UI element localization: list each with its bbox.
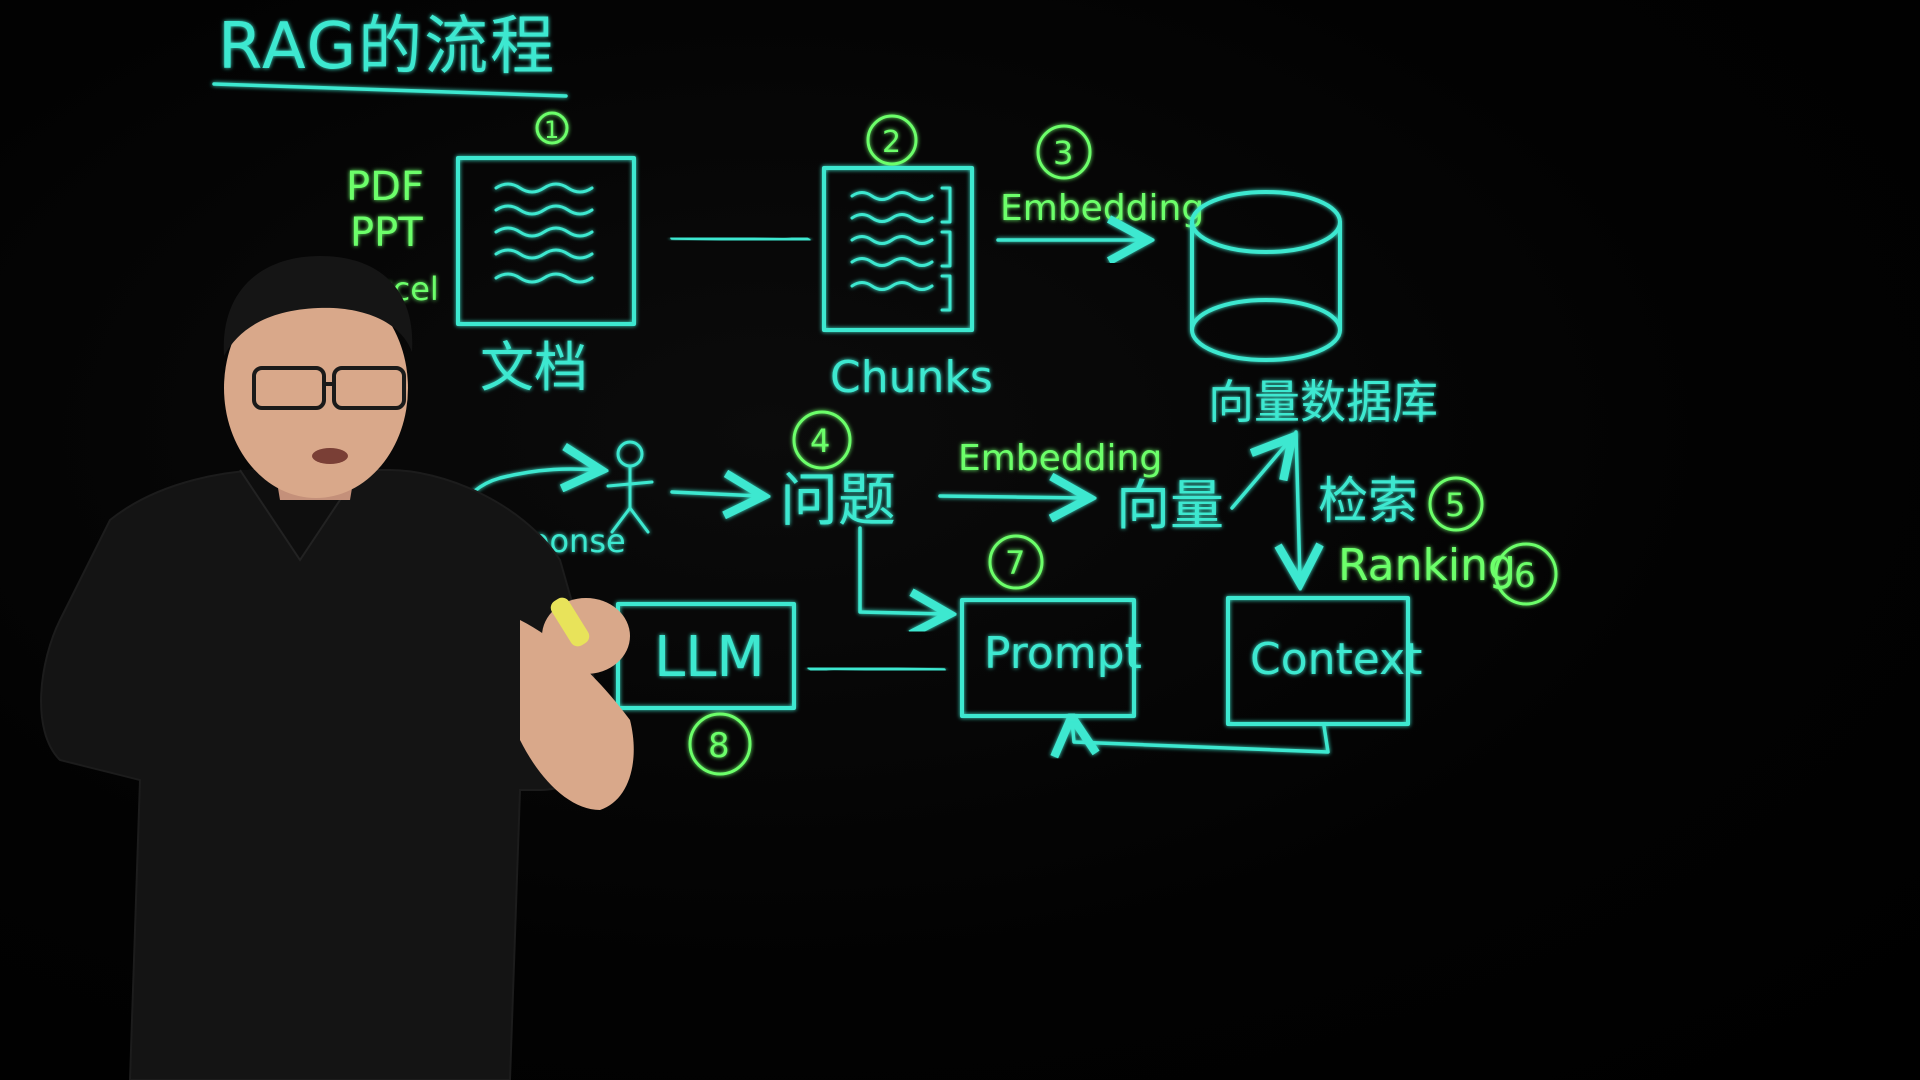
title-underline (212, 82, 568, 98)
step-1-document: 1 文档 (456, 111, 636, 399)
question-label: 问题 (780, 466, 896, 534)
arrow-vector-to-db (1230, 440, 1290, 510)
step-4-question: 4 问题 Embedding 向量 (606, 410, 1290, 537)
arrow-prompt-to-llm (818, 668, 946, 670)
arrow-document-to-chunks (670, 238, 800, 240)
step-8-circle (688, 712, 752, 776)
step-7-prompt: 7 Prompt (960, 534, 1142, 718)
presenter (40, 256, 634, 1080)
arrow-user-to-question (670, 492, 760, 496)
step-2-circle (866, 114, 918, 166)
vector-label: 向量 (1116, 474, 1224, 537)
step-7-circle (988, 534, 1044, 590)
page-title: RAG的流程 (218, 10, 556, 84)
arrow-context-to-prompt (1072, 720, 1330, 752)
presenter-arm (520, 620, 634, 810)
step-5-number: 5 (1445, 486, 1465, 524)
source-pdf: PDF (346, 164, 424, 210)
arrow-question-to-prompt (858, 526, 946, 614)
step-3-circle (1036, 124, 1092, 180)
title-group: RAG的流程 (212, 10, 568, 98)
vector-db: 向量数据库 (1190, 190, 1438, 429)
vector-db-label: 向量数据库 (1208, 375, 1438, 429)
source-ppt: PPT (350, 210, 423, 256)
arrow-db-to-context (1296, 430, 1300, 580)
step-2-number: 2 (882, 125, 901, 160)
prompt-box (960, 598, 1136, 718)
glasses-icon (252, 366, 406, 410)
context-label: Context (1250, 634, 1422, 685)
chunks-icon (822, 166, 974, 332)
context-node: Context (1226, 596, 1422, 726)
step-5-circle (1428, 476, 1484, 532)
document-icon (456, 156, 636, 326)
ranking-label: Ranking (1338, 540, 1516, 591)
step-6-number: 6 (1514, 556, 1536, 596)
step-3-embedding: 3 Embedding (996, 124, 1204, 240)
llm-label: LLM (654, 625, 765, 690)
step-4-number: 4 (810, 422, 830, 460)
step-8-llm: LLM 8 (616, 602, 796, 776)
chunks-label: Chunks (830, 352, 993, 403)
marker-pen-icon (550, 597, 590, 647)
step-4-circle (792, 410, 852, 470)
context-box (1226, 596, 1410, 726)
retrieval-label: 检索 (1318, 472, 1418, 530)
presenter-hair (223, 256, 413, 356)
step-8-number: 8 (708, 726, 730, 766)
step-6-ranking: Ranking 6 (1338, 540, 1558, 606)
step-7-number: 7 (1005, 544, 1025, 582)
step-1-circle (535, 111, 569, 145)
presenter-head (224, 278, 408, 498)
step-2-chunks: 2 Chunks (822, 114, 993, 403)
embedding-top-label: Embedding (1000, 188, 1204, 229)
presenter-shirt (40, 469, 602, 1080)
step-3-number: 3 (1053, 134, 1073, 172)
arrow-question-to-vector (938, 496, 1086, 498)
database-cylinder-icon (1190, 190, 1342, 362)
prompt-label: Prompt (984, 628, 1142, 679)
step-6-circle (1494, 542, 1558, 606)
document-label: 文档 (480, 336, 588, 399)
embedding-mid-label: Embedding (958, 438, 1162, 479)
step-1-number: 1 (544, 116, 559, 144)
step-5-retrieval: 检索 5 (1296, 430, 1484, 580)
presenter-mouth (312, 448, 348, 464)
stick-figure-icon (606, 440, 654, 534)
